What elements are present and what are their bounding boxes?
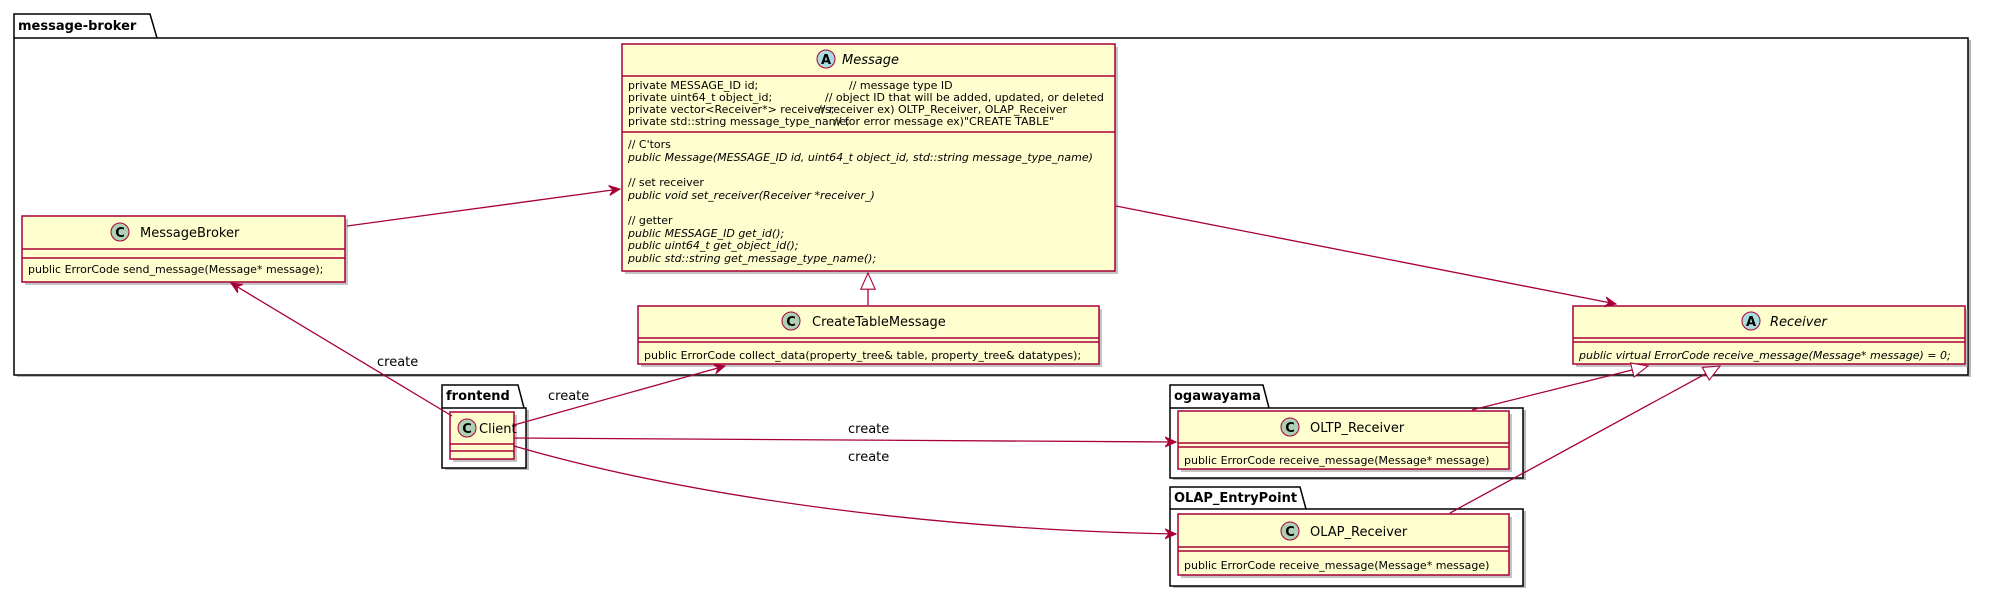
method-comment: // set receiver	[628, 176, 704, 189]
package-label: OLAP_EntryPoint	[1174, 491, 1297, 506]
method: public ErrorCode receive_message(Message…	[1184, 454, 1489, 467]
method-comment: // C'tors	[628, 138, 671, 151]
class-olap-receiver[interactable]: C OLAP_Receiver public ErrorCode receive…	[1177, 513, 1512, 578]
method: public ErrorCode send_message(Message* m…	[28, 263, 323, 276]
svg-text:C: C	[1285, 421, 1295, 436]
class-client[interactable]: C Client	[449, 411, 517, 462]
relation-label: create	[848, 450, 889, 465]
method: public ErrorCode collect_data(property_t…	[644, 349, 1081, 362]
method-comment: // getter	[628, 214, 673, 227]
method: public ErrorCode receive_message(Message…	[1184, 559, 1489, 572]
field-comment: // object ID that will be added, updated…	[825, 91, 1104, 104]
dependency-client-to-createtable	[513, 366, 725, 426]
field-code: private vector<Receiver*> receivers;	[628, 103, 834, 116]
method: public std::string get_message_type_name…	[627, 252, 876, 265]
field-comment: // message type ID	[849, 79, 953, 92]
abstract-class-icon	[1741, 311, 1761, 331]
field-comment: // receiver ex) OLTP_Receiver, OLAP_Rece…	[818, 103, 1067, 116]
class-message-broker[interactable]: C MessageBroker public ErrorCode send_me…	[21, 215, 348, 285]
class-create-table-message[interactable]: C CreateTableMessage public ErrorCode co…	[637, 305, 1102, 367]
class-name: MessageBroker	[140, 226, 240, 241]
class-name: OLTP_Receiver	[1310, 421, 1405, 436]
method: public Message(MESSAGE_ID id, uint64_t o…	[627, 151, 1093, 164]
class-name: OLAP_Receiver	[1310, 525, 1408, 540]
field-list: private MESSAGE_ID id; // message type I…	[628, 79, 1104, 128]
relation-label: create	[377, 355, 418, 370]
class-icon	[110, 222, 130, 242]
class-name: Message	[842, 53, 899, 68]
class-icon	[1280, 521, 1300, 541]
class-name: Receiver	[1770, 315, 1828, 330]
relation-label: create	[848, 422, 889, 437]
dependency-client-to-oltp	[513, 438, 1176, 442]
svg-text:C: C	[462, 422, 472, 437]
association-broker-to-message	[346, 189, 620, 227]
class-icon	[457, 418, 477, 438]
method: public virtual ErrorCode receive_message…	[1578, 349, 1951, 362]
abstract-class-icon	[816, 49, 836, 69]
inheritance-oltp-to-receiver	[1471, 366, 1648, 411]
dependency-client-to-olap	[513, 445, 1176, 534]
package-label: message-broker	[18, 19, 137, 34]
method: public void set_receiver(Receiver *recei…	[627, 189, 875, 202]
svg-text:C: C	[1285, 525, 1295, 540]
field-code: private MESSAGE_ID id;	[628, 79, 758, 92]
field-code: private std::string message_type_name;	[628, 115, 850, 128]
class-icon	[781, 311, 801, 331]
svg-text:A: A	[821, 53, 831, 68]
dependency-client-to-broker	[231, 283, 453, 417]
package-label: ogawayama	[1174, 389, 1261, 404]
field-code: private uint64_t object_id;	[628, 91, 772, 104]
class-oltp-receiver[interactable]: C OLTP_Receiver public ErrorCode receive…	[1177, 410, 1512, 472]
svg-text:A: A	[1746, 315, 1756, 330]
relation-label: create	[548, 389, 589, 404]
field-comment: // for error message ex)"CREATE TABLE"	[834, 115, 1054, 128]
package-label: frontend	[446, 389, 510, 404]
svg-text:C: C	[786, 315, 796, 330]
method: public MESSAGE_ID get_id();	[627, 227, 784, 240]
method-list: // C'tors public Message(MESSAGE_ID id, …	[627, 138, 1093, 265]
svg-text:C: C	[115, 226, 125, 241]
method: public uint64_t get_object_id();	[627, 239, 799, 252]
class-receiver[interactable]: A Receiver public virtual ErrorCode rece…	[1572, 305, 1968, 367]
association-message-to-receiver	[1115, 205, 1616, 304]
class-icon	[1280, 417, 1300, 437]
class-name: CreateTableMessage	[812, 315, 946, 330]
class-message[interactable]: A Message private MESSAGE_ID id; // mess…	[621, 43, 1118, 274]
inheritance-olap-to-receiver	[1449, 366, 1720, 514]
class-name: Client	[479, 422, 517, 437]
